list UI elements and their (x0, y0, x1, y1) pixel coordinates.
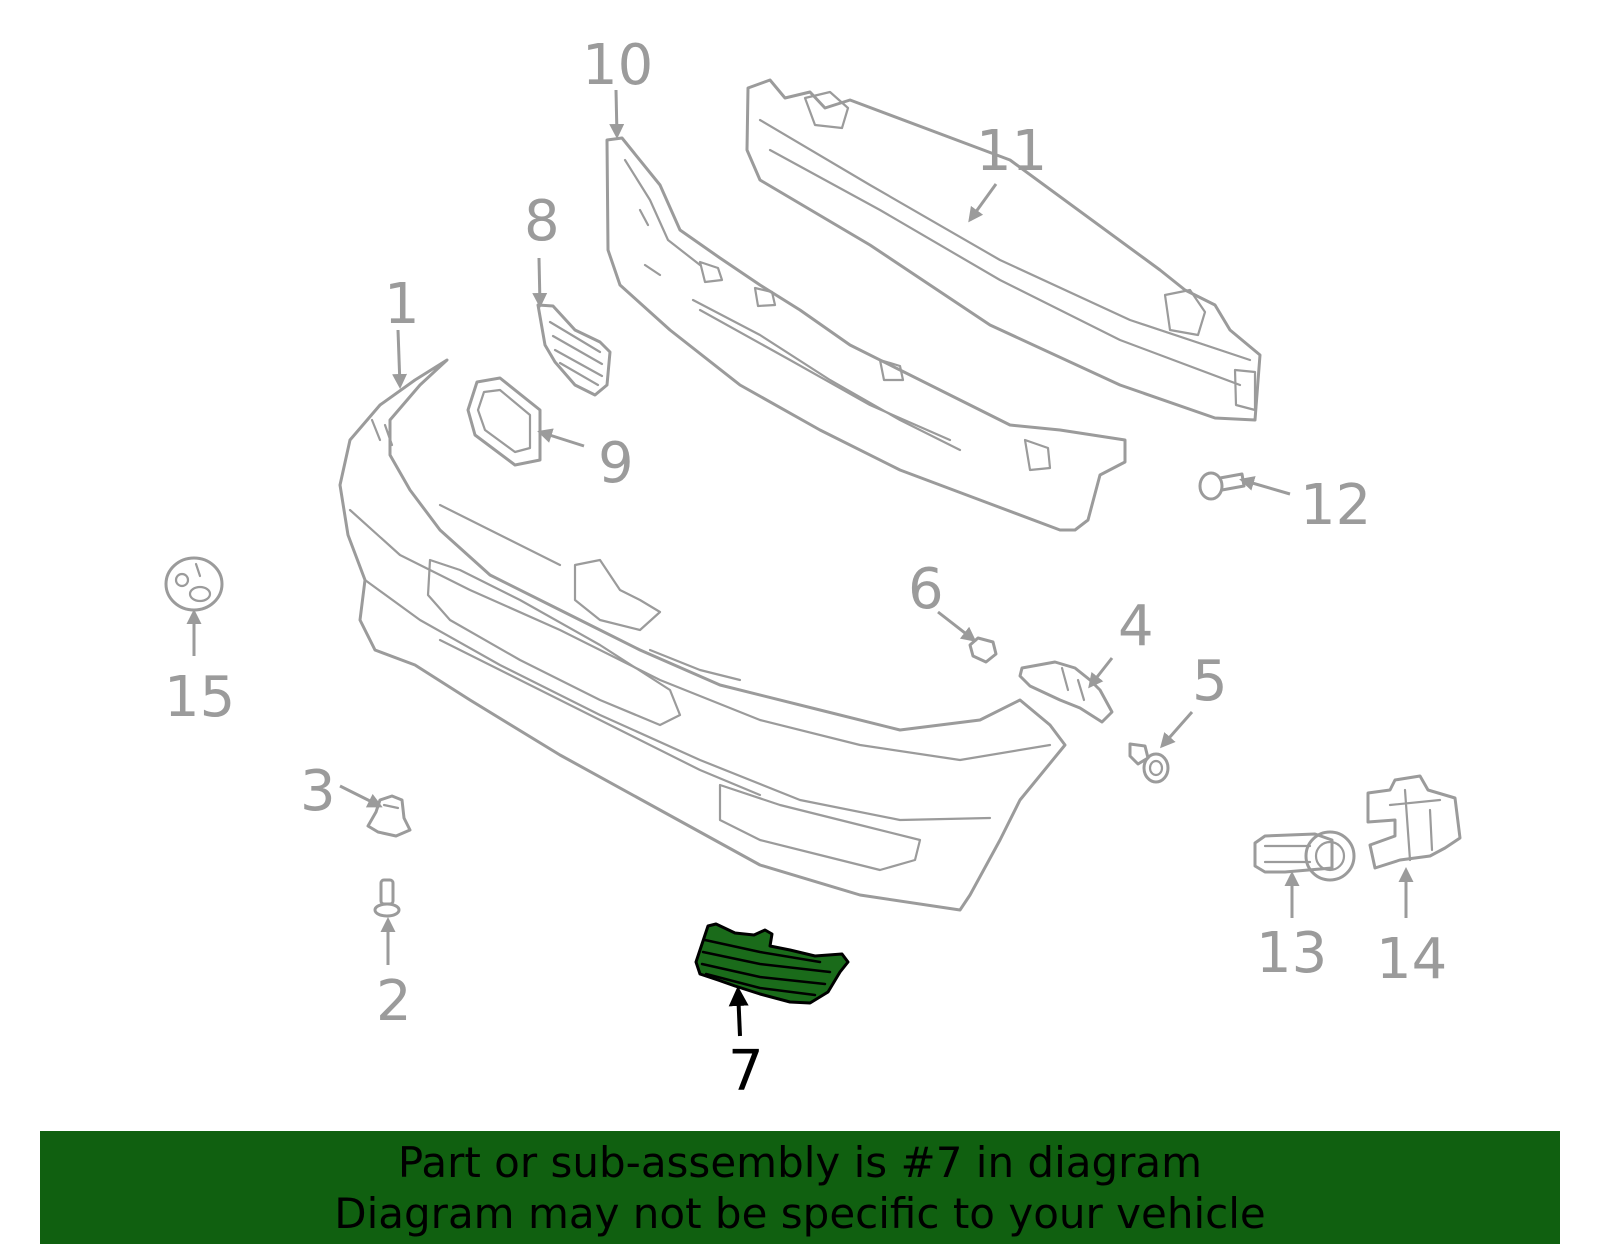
arrow-5 (1160, 711, 1194, 749)
callout-1[interactable]: 1 (384, 272, 420, 337)
callout-4[interactable]: 4 (1118, 594, 1154, 659)
part-1-bumper-cover[interactable] (338, 358, 1067, 912)
arrow-4 (1088, 657, 1114, 689)
part-5-push-clip[interactable] (1128, 742, 1170, 784)
leader-arrows (186, 89, 1414, 1037)
callout-7[interactable]: 7 (728, 1039, 764, 1104)
arrow-12 (1239, 476, 1291, 496)
part-2-screw[interactable] (373, 878, 401, 918)
part-10-absorber[interactable] (605, 136, 1127, 532)
arrow-6 (937, 610, 977, 642)
part-7-body (694, 922, 850, 1005)
callout-6[interactable]: 6 (908, 557, 944, 622)
part-11-reinforcement[interactable] (745, 78, 1262, 422)
callout-14[interactable]: 14 (1376, 927, 1447, 992)
part-7-highlighted-grille[interactable] (694, 922, 850, 1005)
arrow-3 (339, 784, 383, 808)
callout-3[interactable]: 3 (300, 759, 336, 824)
part-14-sensor-bracket[interactable] (1366, 774, 1462, 870)
part-9-bracket[interactable] (466, 376, 542, 467)
callout-9[interactable]: 9 (598, 431, 634, 496)
part-8-grille[interactable] (536, 303, 612, 397)
arrow-1 (392, 329, 408, 389)
part-4-bracket[interactable] (1018, 660, 1114, 724)
callout-5[interactable]: 5 (1192, 649, 1228, 714)
callout-15[interactable]: 15 (164, 665, 235, 730)
part-3-clip[interactable] (366, 794, 412, 838)
part-15-grommet[interactable] (164, 556, 224, 612)
arrow-9 (537, 428, 585, 448)
callout-8[interactable]: 8 (524, 189, 560, 254)
callout-10[interactable]: 10 (582, 33, 653, 98)
banner-line-1: Part or sub-assembly is #7 in diagram (397, 1137, 1203, 1187)
callout-11[interactable]: 11 (976, 119, 1047, 184)
callout-2[interactable]: 2 (376, 969, 412, 1034)
part-12-bolt[interactable] (1198, 471, 1246, 501)
part-6-nut[interactable] (968, 636, 998, 664)
banner-line-2: Diagram may not be specific to your vehi… (334, 1188, 1266, 1238)
arrow-8 (532, 257, 548, 308)
arrow-7 (728, 986, 749, 1037)
info-banner: Part or sub-assembly is #7 in diagram Di… (40, 1131, 1560, 1244)
arrow-11 (968, 183, 998, 223)
part-13-sensor[interactable] (1253, 830, 1356, 882)
arrow-10 (609, 89, 625, 139)
callout-labels: 1 2 3 4 5 6 7 8 9 10 11 12 13 14 15 (164, 33, 1447, 1104)
callout-13[interactable]: 13 (1256, 921, 1327, 986)
parts-diagram: 1 2 3 4 5 6 7 8 9 10 11 12 13 14 15 (164, 33, 1462, 1104)
callout-12[interactable]: 12 (1300, 473, 1371, 538)
